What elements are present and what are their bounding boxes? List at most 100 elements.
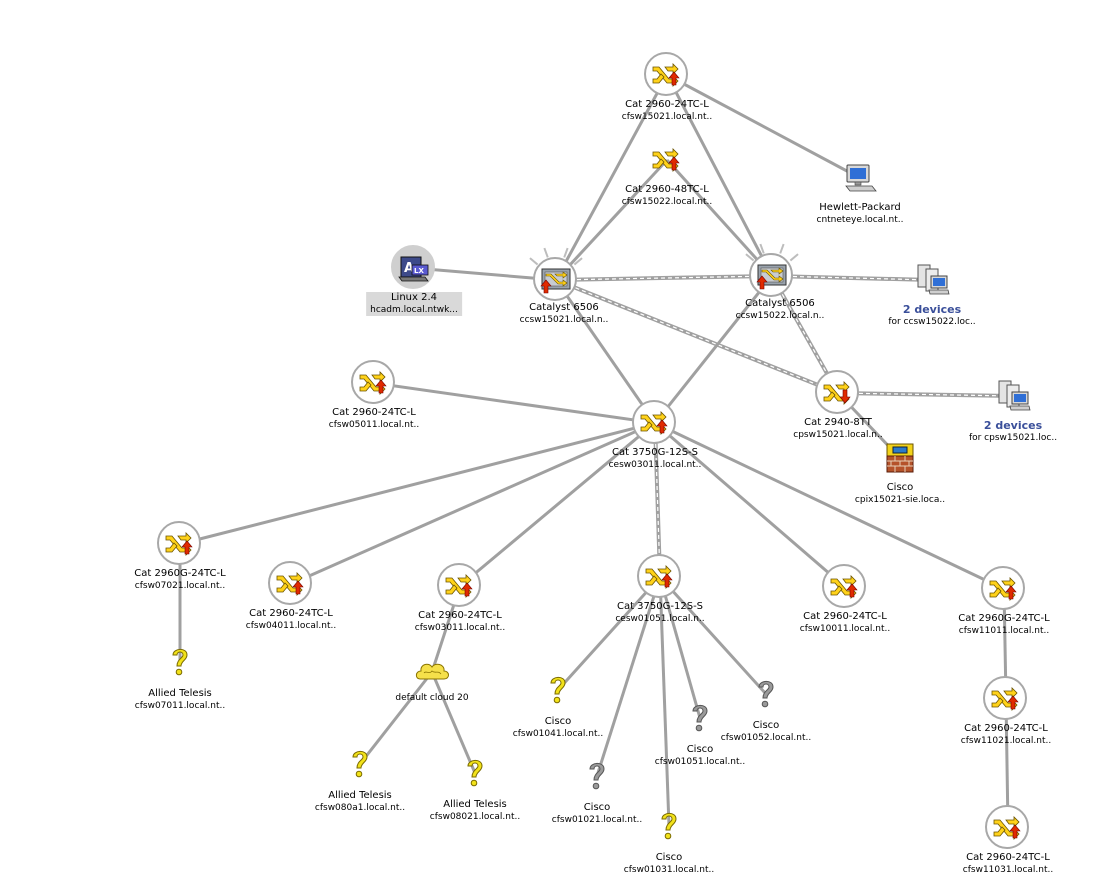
node-hostname: cfsw07021.local.nt.. <box>134 581 226 591</box>
node-ring <box>437 563 481 607</box>
node-hostname: cfsw10011.local.nt.. <box>799 624 891 634</box>
node-hostname: cfsw11031.local.nt.. <box>962 865 1054 875</box>
link-cloud-at08021 <box>430 671 477 774</box>
link-c2960_48-cat6506b <box>665 158 774 278</box>
node-cs01052[interactable]: Cisco cfsw01052.local.nt.. <box>721 680 811 743</box>
node-name: Cat 2960-24TC-L <box>249 608 333 619</box>
node-c05011[interactable]: Cat 2960-24TC-L cfsw05011.local.nt.. <box>329 360 419 430</box>
node-ring <box>981 566 1025 610</box>
link-c3750a-c07021 <box>179 421 656 546</box>
node-name: Cisco <box>544 716 572 727</box>
node-name: 2 devices <box>902 303 962 316</box>
node-ring <box>983 676 1027 720</box>
router-ray <box>529 257 539 266</box>
switch-icon <box>644 564 676 594</box>
node-name: Cisco <box>752 720 780 731</box>
switch-icon <box>164 531 196 561</box>
node-name: Allied Telesis <box>148 688 212 699</box>
node-hostname: cfsw05011.local.nt.. <box>328 420 420 430</box>
node-c04011[interactable]: Cat 2960-24TC-L cfsw04011.local.nt.. <box>246 561 336 631</box>
node-label: Cat 2960G-24TC-L cfsw07021.local.nt.. <box>134 568 225 592</box>
node-hostname: cfsw04011.local.nt.. <box>245 621 337 631</box>
node-ring <box>637 554 681 598</box>
switch-icon <box>822 380 854 410</box>
link-cat6506a-cat6506b <box>555 274 773 282</box>
device-group-icon <box>914 263 950 301</box>
node-hostname: cfsw080a1.local.nt.. <box>314 803 406 813</box>
switch-icon <box>829 574 861 604</box>
node-ring <box>644 52 688 96</box>
node-name: Cat 2960G-24TC-L <box>134 568 226 579</box>
link-c3750a-c10011 <box>654 421 846 589</box>
unknown-device-icon <box>348 747 372 785</box>
node-name: 2 devices <box>983 419 1043 432</box>
node-hostname: cfsw01052.local.nt.. <box>720 733 812 743</box>
link-c2940-dev2 <box>837 391 1014 398</box>
node-hostname: cfsw01021.local.nt.. <box>551 815 643 825</box>
node-hostname: cpsw15021.local.n.. <box>793 430 883 440</box>
link-cloud-at080a1 <box>358 671 434 765</box>
node-hostname: cfsw08021.local.nt.. <box>429 812 521 822</box>
link-cat6506b-dev1 <box>771 274 933 282</box>
router-ray <box>789 253 799 262</box>
link-cat6506b-c3750a <box>653 275 774 424</box>
svg-text:A: A <box>404 261 414 276</box>
node-hostname: cpix15021-sie.loca.. <box>854 495 946 505</box>
node-label: Hewlett-Packard cntneteye.local.nt.. <box>817 202 904 226</box>
router-ray <box>573 257 583 266</box>
node-ring <box>268 561 312 605</box>
node-cloud[interactable]: default cloud 20 <box>395 663 469 703</box>
unknown-device-icon <box>463 756 487 794</box>
node-name: Hewlett-Packard <box>819 202 901 213</box>
switch-icon <box>651 62 683 92</box>
node-hostname: cesw03011.local.nt.. <box>608 460 702 470</box>
node-hp[interactable]: Hewlett-Packard cntneteye.local.nt.. <box>817 164 904 225</box>
node-c07021[interactable]: Cat 2960G-24TC-L cfsw07021.local.nt.. <box>134 521 226 591</box>
node-hostname: cntneteye.local.nt.. <box>816 215 904 225</box>
unknown-device-icon <box>585 759 609 797</box>
router-ray <box>543 247 549 258</box>
node-name: Catalyst 6506 <box>745 298 815 309</box>
node-name: Cisco <box>686 744 714 755</box>
router-ray <box>759 243 765 254</box>
unknown-device-icon <box>168 645 192 683</box>
link-c3750b-cs01021 <box>595 576 662 777</box>
node-hostname: for cpsw15021.loc.. <box>968 433 1058 443</box>
node-name: Cat 2960-24TC-L <box>332 407 416 418</box>
link-c3750b-cs01051 <box>658 576 702 719</box>
link-c2960top-cat6506a <box>554 74 669 281</box>
